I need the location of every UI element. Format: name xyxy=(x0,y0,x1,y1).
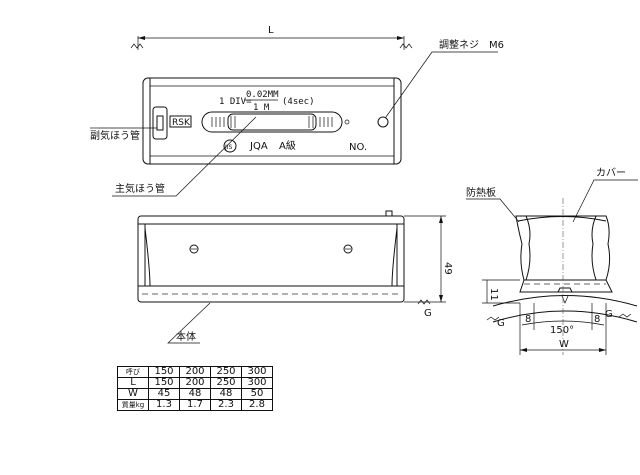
spec-table-row-W: W 45 48 48 50 xyxy=(117,388,273,400)
label-adjust-screw: 調整ネジ M6 xyxy=(439,38,504,51)
spec-table-row-mass: 質量kg 1.3 1.7 2.3 2.8 xyxy=(117,399,273,411)
front-body-outline xyxy=(137,215,405,303)
spec-cell: 48 xyxy=(210,388,242,400)
spec-cell: 250 xyxy=(210,377,242,389)
spec-cell: 300 xyxy=(241,377,273,389)
small-mark xyxy=(344,119,350,125)
sub-vial xyxy=(152,106,168,140)
div-numerator: 0.02MM xyxy=(246,90,279,100)
spec-row-label: L xyxy=(117,377,149,389)
div-prefix: 1 DIV= xyxy=(219,97,252,107)
label-heat-shield: 防熱板 xyxy=(466,186,496,199)
dim49-label: 49 xyxy=(442,262,453,275)
jis-mark-text: JIS xyxy=(224,144,233,151)
datum-g-front-mark xyxy=(417,299,431,305)
side-bottom-groove xyxy=(557,287,573,293)
spec-cell: 45 xyxy=(148,388,180,400)
front-curve-left xyxy=(144,227,151,287)
front-curve-right xyxy=(391,227,398,287)
dimW-label: W xyxy=(559,339,569,350)
top-view: L RSK 1 DIV= 0.02MM 1 M (4sec) xyxy=(90,25,504,197)
spec-table-header-row: 呼び 150 200 250 300 xyxy=(117,366,273,378)
spec-table-row-L: L 150 200 250 300 xyxy=(117,377,273,389)
side-arc-bottom xyxy=(492,310,638,323)
spec-size-250: 250 xyxy=(210,366,242,378)
leader-adjust-screw xyxy=(385,51,498,118)
spec-size-200: 200 xyxy=(179,366,211,378)
spec-size-150: 150 xyxy=(148,366,180,378)
spec-row-label: 質量kg xyxy=(117,399,149,411)
div-seconds: (4sec) xyxy=(282,97,315,107)
dimW-arrow-left xyxy=(520,348,527,352)
side-top-rim xyxy=(517,216,607,222)
spec-size-300: 300 xyxy=(241,366,273,378)
spec-cell: 2.3 xyxy=(210,399,242,411)
dim8-right-label: 8 xyxy=(594,314,600,325)
label-cover: カバー xyxy=(596,167,626,179)
arrowhead-left xyxy=(138,36,145,40)
main-vial-bubble-window xyxy=(227,113,317,131)
side-base xyxy=(519,279,613,293)
main-vial-graduations xyxy=(211,116,333,128)
side-cover-inner-right xyxy=(591,215,597,281)
leader-heat-shield xyxy=(466,198,520,223)
spec-cell: 150 xyxy=(148,377,180,389)
jqa-text: JQA xyxy=(249,141,268,152)
spec-table-corner: 呼び xyxy=(117,366,149,378)
side-view: 11 150° 8 8 G G W 防熱板 カバー xyxy=(466,167,638,355)
jis-mark xyxy=(223,139,237,153)
leader-main-vial xyxy=(112,116,257,197)
spec-cell: 2.8 xyxy=(241,399,273,411)
front-screw-right xyxy=(343,244,353,254)
front-top-tab xyxy=(385,210,393,217)
adjust-screw xyxy=(377,116,389,128)
sub-vial-window xyxy=(156,115,164,131)
arrowhead-right xyxy=(397,36,404,40)
grade-text: A級 xyxy=(279,139,296,152)
div-denominator: 1 M xyxy=(253,103,270,113)
ground-mark-right xyxy=(399,43,413,49)
dim49-arrow-top xyxy=(439,216,443,223)
spec-cell: 1.3 xyxy=(148,399,180,411)
spec-row-label: W xyxy=(117,388,149,400)
dim-L-label: L xyxy=(268,25,274,36)
datum-g-left-label: G xyxy=(497,318,505,329)
spec-cell: 50 xyxy=(241,388,273,400)
dim8-left-label: 8 xyxy=(525,314,531,325)
label-main-vial: 主気ほう管 xyxy=(115,182,165,195)
main-vial xyxy=(201,111,343,133)
leader-cover xyxy=(572,179,638,223)
front-screw-left xyxy=(189,244,199,254)
top-body-outline xyxy=(142,77,402,165)
brand-logo-text: RSK xyxy=(172,118,191,128)
datum-g-left-mark xyxy=(486,316,500,321)
dimW-arrow-right xyxy=(599,348,606,352)
brand-logo-box xyxy=(169,115,192,128)
leader-body xyxy=(167,302,211,344)
spec-table: 呼び 150 200 250 300 L 150 200 250 300 W 4… xyxy=(117,366,273,411)
side-arc-top xyxy=(492,295,638,307)
datum-g-right-mark xyxy=(618,313,632,318)
spec-cell: 200 xyxy=(179,377,211,389)
dim49-arrow-bottom xyxy=(439,295,443,302)
angle-arc xyxy=(521,320,605,326)
datum-g-right-label: G xyxy=(605,309,613,320)
side-cover-inner-left xyxy=(525,215,531,281)
angle-label: 150° xyxy=(550,325,574,336)
spec-cell: 48 xyxy=(179,388,211,400)
label-body: 本体 xyxy=(176,330,196,343)
serial-label: NO. xyxy=(349,142,367,153)
label-sub-vial: 副気ほう管 xyxy=(90,129,140,142)
dim11-label: 11 xyxy=(488,288,499,301)
datum-g-front-label: G xyxy=(424,308,432,319)
front-view: 49 G 本体 xyxy=(137,210,453,344)
spec-cell: 1.7 xyxy=(179,399,211,411)
ground-mark-left xyxy=(130,43,144,49)
